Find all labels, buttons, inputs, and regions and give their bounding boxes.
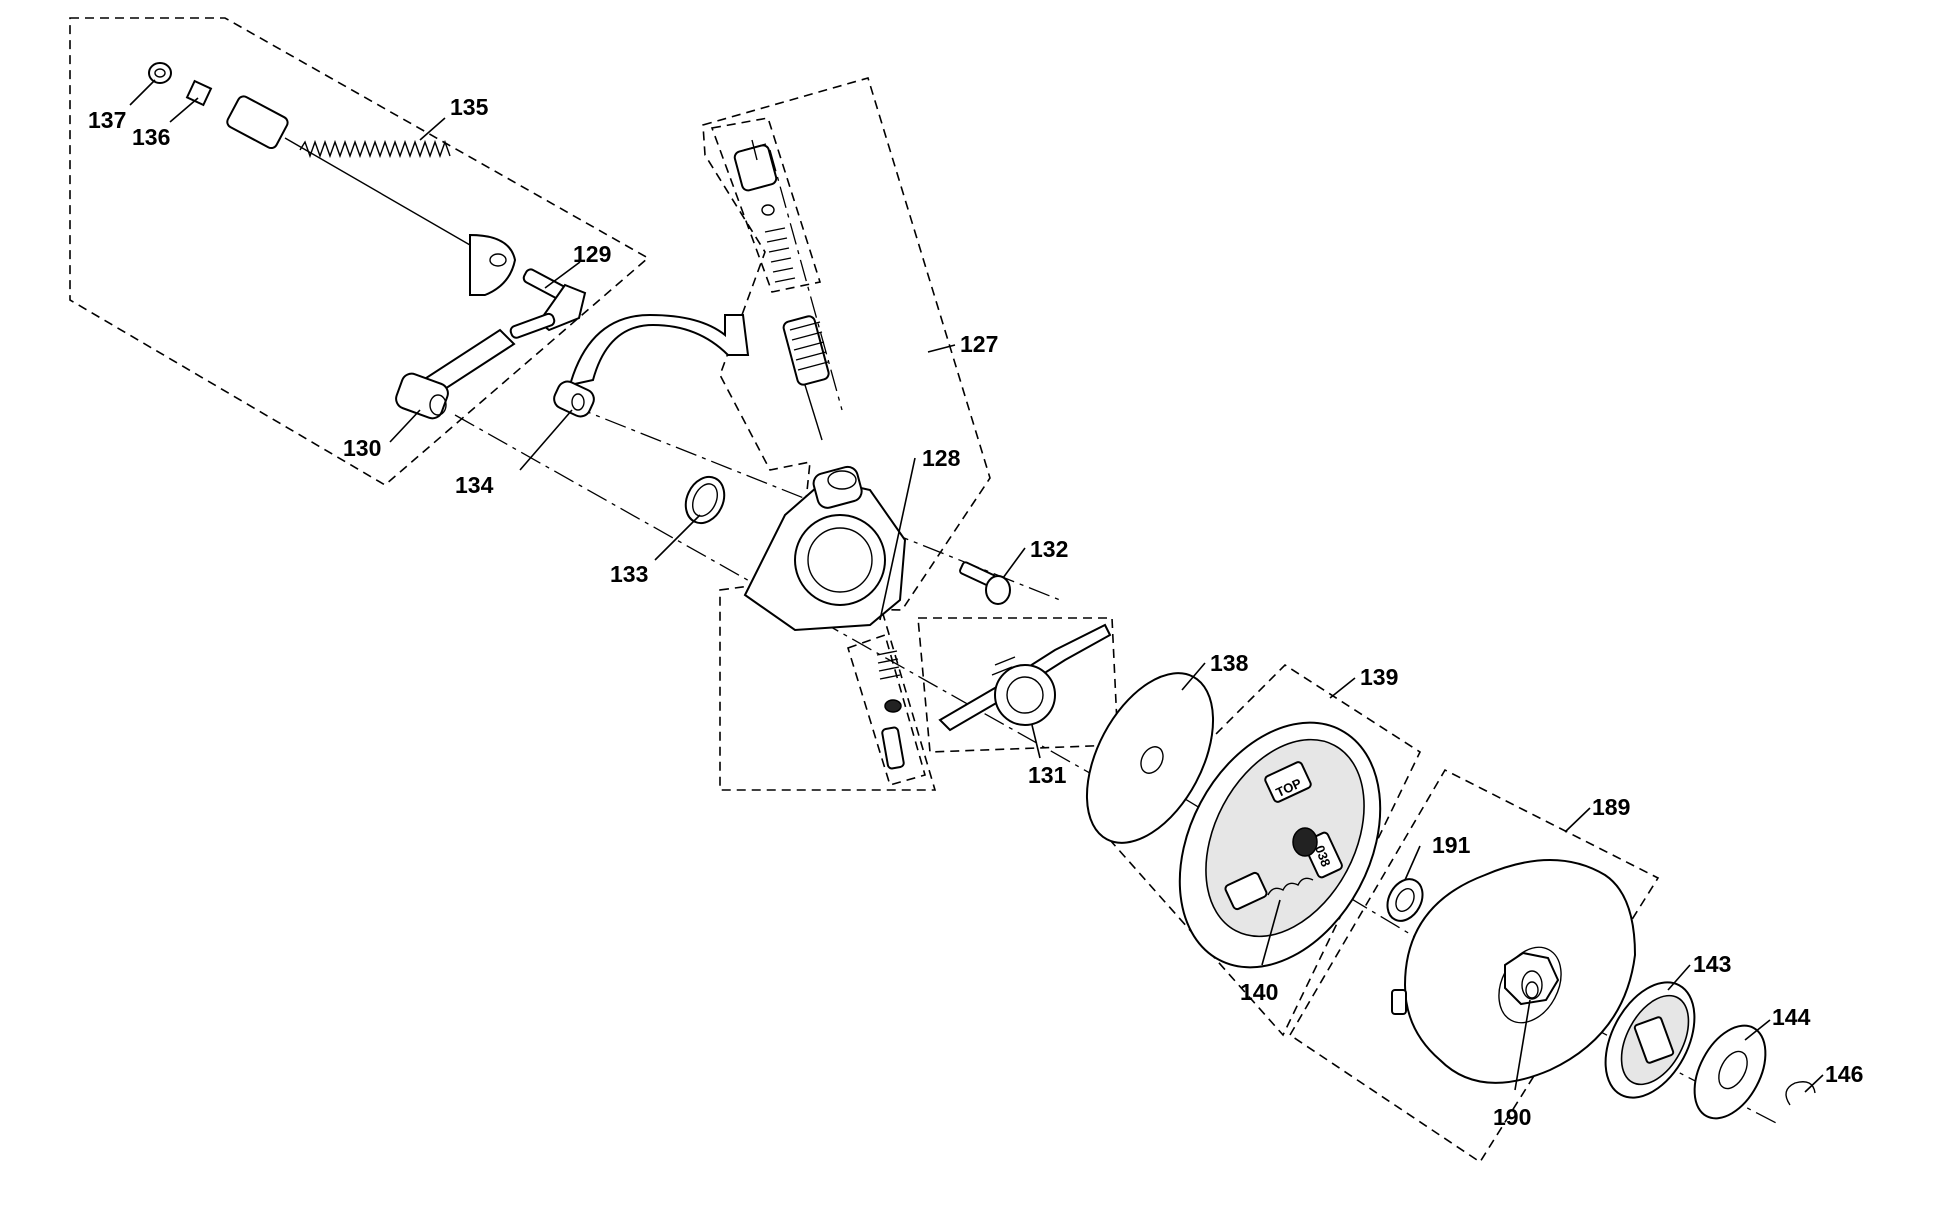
group-box-pump-body: [719, 569, 937, 791]
clutch-stamp-code: 038: [1312, 843, 1334, 869]
part-137-cap: [148, 62, 172, 84]
part-191-washer: [1386, 878, 1424, 922]
part-oil-pump-body: [743, 465, 907, 632]
part-133-o-ring: [684, 475, 726, 525]
callout-127: 127: [960, 331, 998, 357]
part-190-needle-bearing: [1525, 981, 1539, 999]
callout-191: 191: [1432, 832, 1471, 858]
part-128-lower-valve: [876, 650, 905, 770]
part-129-connector: [509, 268, 587, 339]
callout-131: 131: [1028, 762, 1067, 788]
part-128-valve-cap: [733, 139, 796, 283]
callout-143: 143: [1693, 951, 1731, 977]
callout-189: 189: [1592, 794, 1630, 820]
part-130-suction-hose: [395, 328, 516, 420]
part-139-clutch: TOP 038: [1178, 721, 1382, 969]
group-box-189: [1288, 768, 1660, 1164]
part-135-adjusting-screw: [226, 95, 517, 296]
axis-line-vertical: [769, 149, 843, 411]
callout-129: 129: [573, 241, 611, 267]
group-box-128-lower: [847, 633, 926, 786]
part-143-rim-sprocket: [1604, 981, 1696, 1099]
part-140-clutch-spring: [1267, 877, 1314, 896]
part-132-screw: [959, 561, 1011, 605]
callout-138: 138: [1210, 650, 1249, 676]
group-box-139: [1108, 663, 1422, 1037]
group-box-128-cap: [710, 117, 822, 293]
part-134-oil-pipe: [553, 313, 750, 418]
group-box-127: [702, 77, 991, 611]
part-146-e-clip: [1785, 1081, 1816, 1106]
part-131-spur-plate: [938, 623, 1112, 732]
callout-140: 140: [1240, 979, 1278, 1005]
callout-135: 135: [450, 94, 489, 120]
callout-130: 130: [343, 435, 381, 461]
group-box-135: [69, 17, 650, 486]
part-136-bushing: [185, 79, 213, 107]
callout-128: 128: [922, 445, 961, 471]
callout-134: 134: [455, 472, 494, 498]
callout-139: 139: [1360, 664, 1398, 690]
callout-144: 144: [1772, 1004, 1811, 1030]
part-189-clutch-drum: [1391, 859, 1637, 1084]
callout-133: 133: [610, 561, 648, 587]
callout-132: 132: [1030, 536, 1068, 562]
part-127-worm-shaft: [782, 315, 830, 441]
callout-137: 137: [88, 107, 126, 133]
part-144-washer: [1693, 1024, 1767, 1120]
leader-lines: [129, 79, 1824, 1093]
callout-146: 146: [1825, 1061, 1863, 1087]
callout-190: 190: [1493, 1104, 1531, 1130]
callout-136: 136: [132, 124, 170, 150]
